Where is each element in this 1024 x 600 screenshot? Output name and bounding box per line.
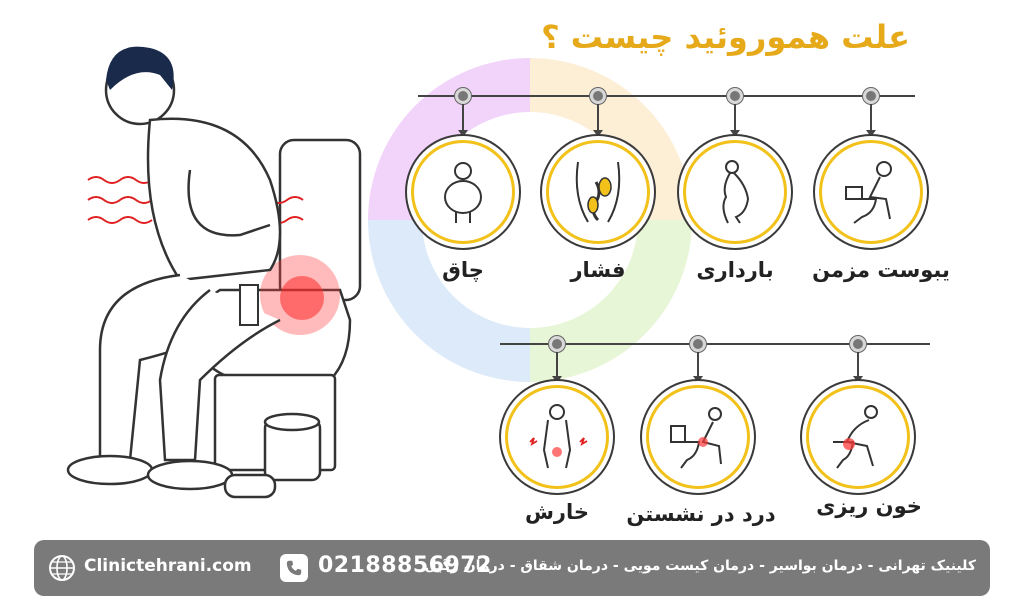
cause-label: چاق — [442, 258, 484, 282]
timeline-node — [690, 336, 706, 352]
timeline-node — [863, 88, 879, 104]
watermark-logo — [368, 58, 692, 382]
timeline-top — [418, 95, 915, 97]
pressure-circle — [546, 140, 650, 244]
timeline-arrow — [693, 376, 703, 383]
timeline-stem — [734, 104, 736, 132]
itching-circle — [505, 385, 609, 489]
man-on-toilet-illustration — [66, 46, 362, 499]
timeline-stem — [857, 352, 859, 378]
website-link[interactable]: Clinictehrani.com — [84, 556, 252, 576]
timeline-stem — [697, 352, 699, 378]
timeline-node — [455, 88, 471, 104]
timeline-node — [590, 88, 606, 104]
cause-label: خون ریزی — [816, 494, 922, 518]
obesity-circle — [411, 140, 515, 244]
cause-label: درد در نشستن — [626, 502, 776, 526]
timeline-node — [850, 336, 866, 352]
cause-label: خارش — [524, 500, 590, 524]
timeline-stem — [462, 104, 464, 132]
timeline-node — [549, 336, 565, 352]
footer-bar: Clinictehrani.com 02188856972 کلینیک تهر… — [34, 540, 990, 596]
bleeding-icon — [833, 405, 878, 469]
timeline-arrow — [593, 130, 603, 137]
constipation-icon — [845, 161, 892, 224]
pressure-icon — [575, 161, 621, 223]
bleeding-circle — [806, 385, 910, 489]
sitting-pain-icon — [670, 407, 722, 469]
pregnancy-icon — [722, 160, 750, 224]
sitting-pain-circle — [646, 385, 750, 489]
obesity-icon — [444, 162, 482, 223]
page-title: علت هموروئید چیست ؟ — [541, 18, 910, 56]
constipation-circle — [819, 140, 923, 244]
timeline-stem — [556, 352, 558, 378]
pregnancy-circle — [683, 140, 787, 244]
timeline-arrow — [853, 376, 863, 383]
clinic-services: کلینیک تهرانی - درمان بواسیر - درمان کیس… — [424, 558, 976, 574]
cause-label: بارداری — [696, 258, 774, 282]
phone-number[interactable]: 02188856972 — [318, 553, 492, 578]
timeline-arrow — [730, 130, 740, 137]
timeline-arrow — [866, 130, 876, 137]
phone-icon — [280, 554, 308, 582]
timeline-bottom — [500, 343, 930, 345]
timeline-stem — [870, 104, 872, 132]
timeline-stem — [597, 104, 599, 132]
globe-icon — [49, 555, 75, 581]
cause-label: یبوست مزمن — [812, 258, 950, 282]
timeline-arrow — [458, 130, 468, 137]
timeline-node — [727, 88, 743, 104]
cause-label: فشار — [570, 258, 626, 282]
itching-icon — [529, 404, 588, 469]
timeline-arrow — [552, 376, 562, 383]
